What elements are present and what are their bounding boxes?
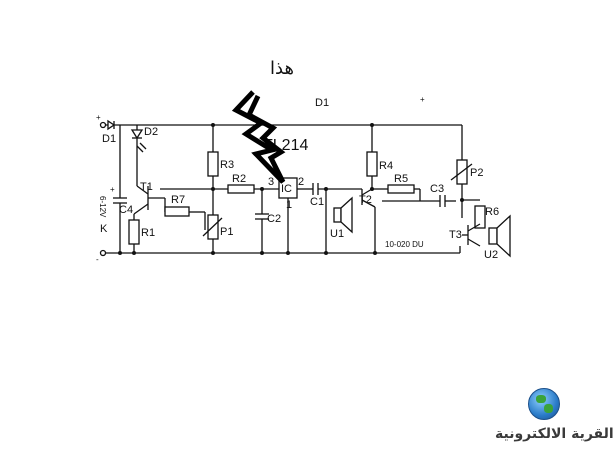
r4-label: R4 (379, 160, 393, 172)
logo-text: القرية الالكترونية (495, 426, 614, 442)
r5-resistor (387, 184, 415, 194)
u2-speaker-body (488, 227, 498, 245)
handwritten-annotation: هذا (270, 58, 294, 79)
t3-label: T3 (449, 229, 462, 241)
u2-speaker-cone (496, 214, 511, 258)
junction-dot (373, 251, 377, 255)
r4-resistor (366, 151, 378, 177)
c1-label: C1 (310, 196, 324, 208)
junction-dot (211, 251, 215, 255)
r2-resistor (227, 184, 255, 194)
p2-wiper (450, 163, 473, 181)
c2-label: C2 (267, 213, 281, 225)
u1-speaker-body (333, 207, 342, 223)
board-code-label: 10-020 DU (385, 240, 424, 249)
globe-land-shape (536, 395, 546, 403)
globe-land-shape (544, 404, 553, 413)
top-right-mark: + (420, 95, 425, 104)
junction-dot (211, 187, 215, 191)
globe-logo-icon (528, 388, 560, 420)
k-label: K (100, 223, 108, 235)
junction-dot (260, 251, 264, 255)
r3-label: R3 (220, 159, 234, 171)
t3-emitter (467, 238, 481, 247)
c4-label: C4 (119, 204, 133, 216)
r6-label: R6 (485, 206, 499, 218)
d1-diode (107, 119, 116, 131)
junction-dot (370, 187, 374, 191)
t1-collector (136, 185, 149, 195)
d2-led (130, 129, 144, 140)
ic-pin1-label: 1 (286, 199, 292, 211)
junction-dot (118, 251, 122, 255)
r1-resistor (128, 219, 140, 245)
ic-pin3-label: 3 (268, 176, 274, 188)
junction-dot (211, 123, 215, 127)
plus-terminal (99, 121, 107, 129)
junction-dot (260, 187, 264, 191)
plus-terminal-label: + (96, 113, 101, 122)
t2-emitter (361, 199, 376, 208)
plus-left-label: + (110, 185, 115, 194)
zigzag-arrow-annotation (231, 90, 286, 184)
t1-label: T1 (140, 181, 153, 193)
p1-label: P1 (220, 226, 233, 238)
junction-dot (460, 198, 464, 202)
t1-emitter (133, 203, 149, 215)
junction-dot (286, 251, 290, 255)
r3-resistor (207, 151, 219, 177)
minus-terminal (99, 249, 107, 257)
u1-label: U1 (330, 228, 344, 240)
d1-top-label: D1 (315, 97, 329, 109)
t3-collector (467, 223, 481, 232)
r6-resistor (474, 205, 486, 229)
u2-label: U2 (484, 249, 498, 261)
u1-speaker-cone (340, 196, 353, 234)
supply-voltage-label: 6-12V (98, 196, 107, 218)
r7-label: R7 (171, 194, 185, 206)
r7-resistor (164, 206, 190, 217)
t2-label: T2 (359, 194, 372, 206)
c3-label: C3 (430, 183, 444, 195)
r5-label: R5 (394, 173, 408, 185)
d2-label: D2 (144, 126, 158, 138)
d2-light-ray-2 (136, 145, 144, 153)
junction-dot (324, 251, 328, 255)
d1-left-label: D1 (102, 133, 116, 145)
ic-pin2-label: 2 (298, 176, 304, 188)
d2-light-ray-1 (139, 142, 147, 150)
junction-dot (132, 251, 136, 255)
ic-body-label: IC (281, 183, 292, 195)
r2-label: R2 (232, 173, 246, 185)
junction-dot (324, 187, 328, 191)
p1-wiper (202, 217, 223, 237)
p2-label: P2 (470, 167, 483, 179)
r1-label: R1 (141, 227, 155, 239)
junction-dot (370, 123, 374, 127)
minus-terminal-label: - (96, 255, 99, 264)
